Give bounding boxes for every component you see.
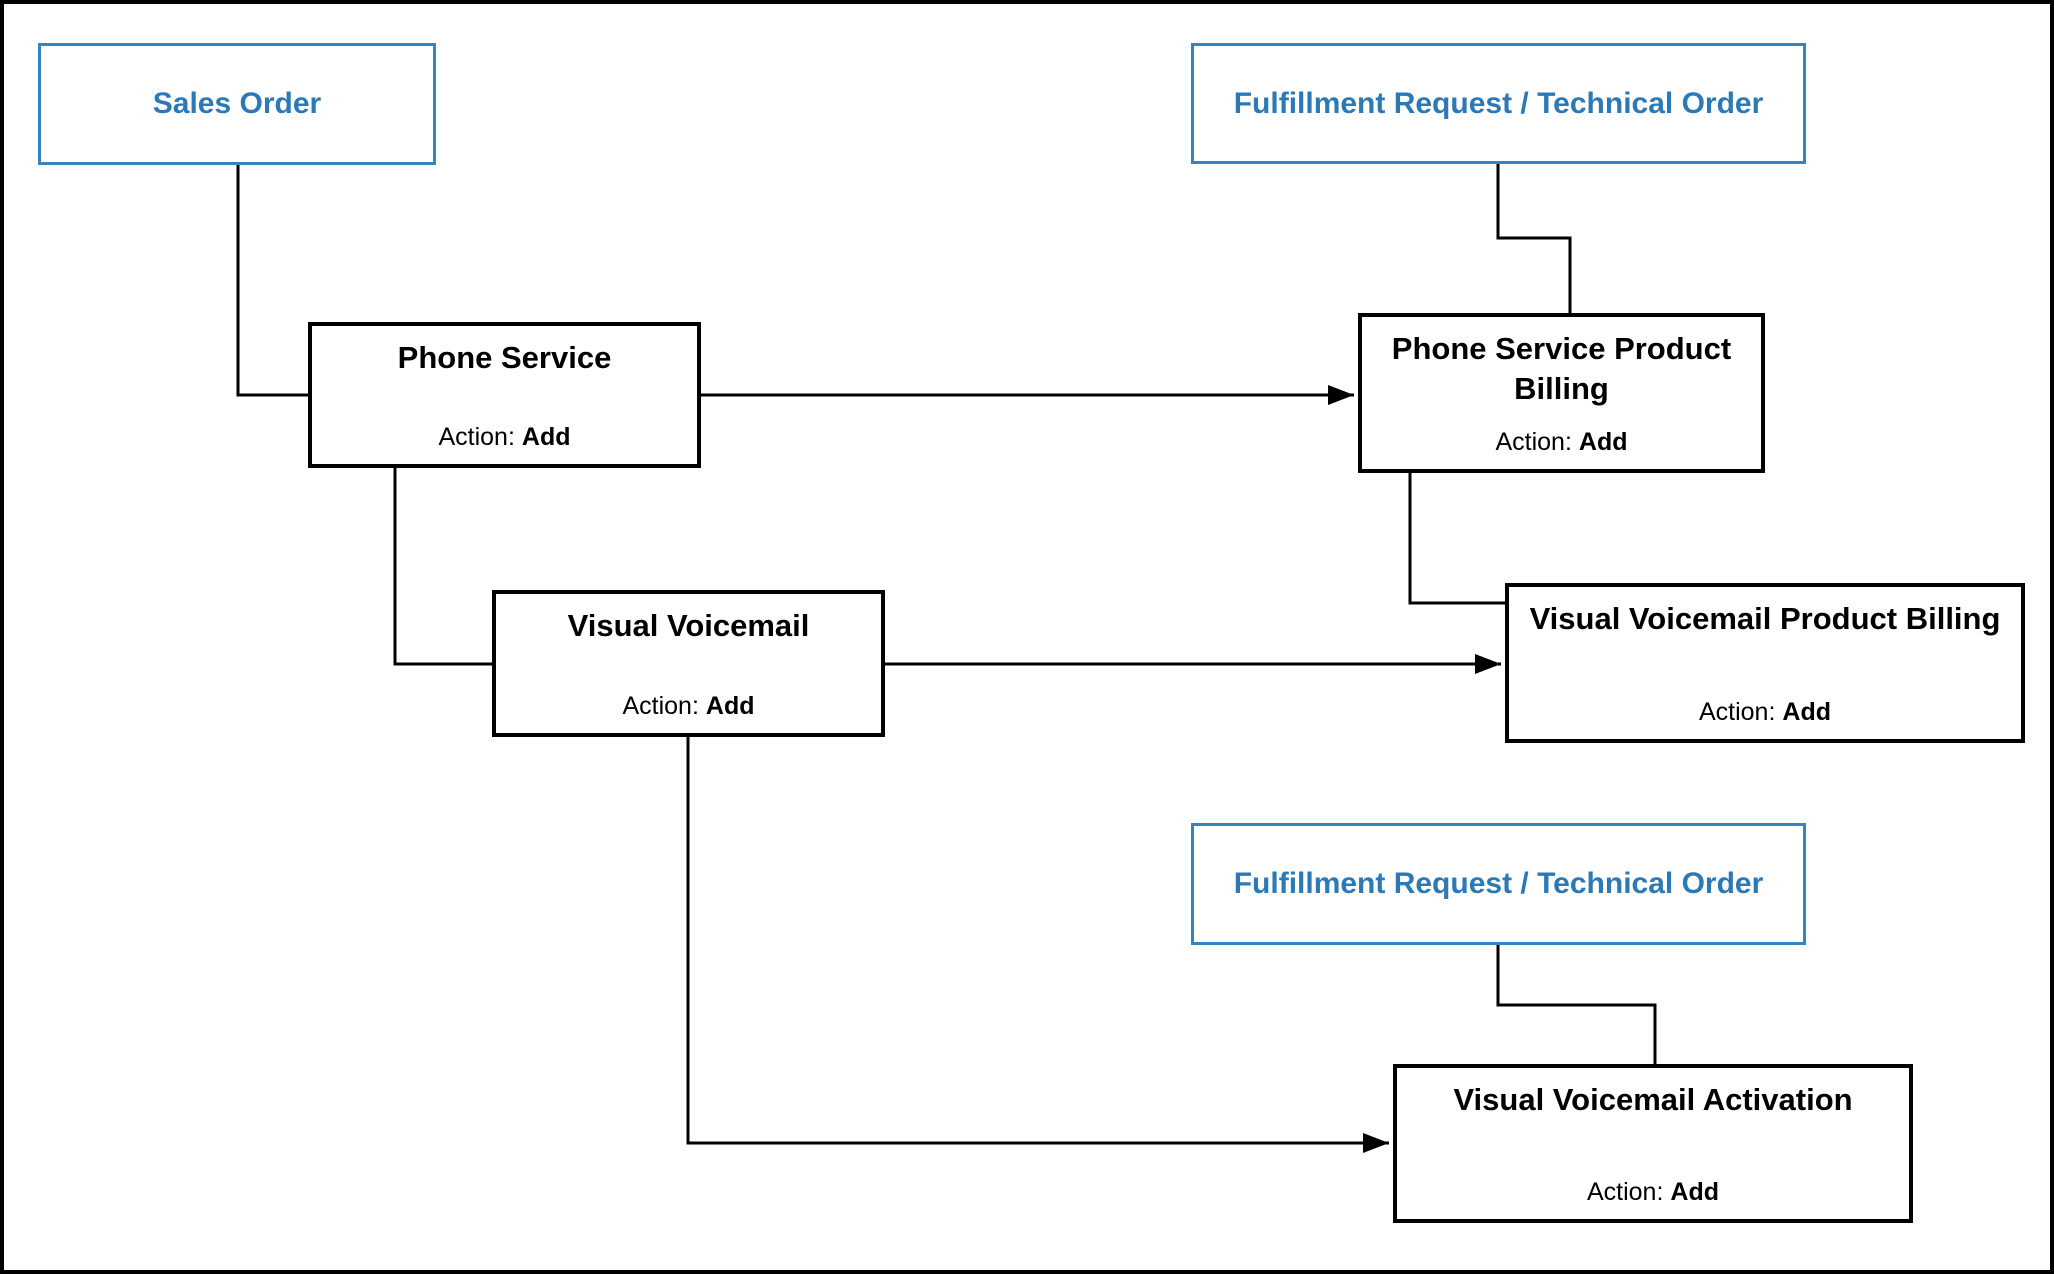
node-title: Visual Voicemail Product Billing	[1529, 601, 2001, 636]
action-label: Action:	[1586, 1178, 1664, 1206]
connector-sales-order-to-phone-service[interactable]	[236, 165, 308, 397]
node-title: Fulfillment Request / Technical Order	[1233, 86, 1764, 120]
action-label: Action:	[622, 692, 699, 720]
connector-fulfillment-bottom-to-visual-voicemail-activation[interactable]	[1496, 945, 1657, 1064]
node-fulfillment-request-top[interactable]: Fulfillment Request / Technical Order	[1191, 43, 1806, 164]
node-sales-order[interactable]: Sales Order	[38, 43, 436, 165]
action-value: Add	[1578, 428, 1628, 456]
connector-visual-voicemail-to-visual-voicemail-activation[interactable]	[686, 737, 1389, 1153]
node-action: Action:Add	[1587, 1177, 1719, 1207]
node-visual-voicemail-product-billing[interactable]: Visual Voicemail Product Billing Action:…	[1505, 583, 2025, 743]
node-title: Fulfillment Request / Technical Order	[1233, 867, 1764, 900]
connector-phone-service-to-visual-voicemail[interactable]	[393, 468, 492, 666]
node-phone-service[interactable]: Phone Service Action:Add	[308, 322, 701, 468]
action-value: Add	[1670, 1178, 1720, 1206]
node-title: Visual Voicemail	[567, 608, 810, 643]
connector-phone-service-product-billing-to-visual-voicemail-product-billing[interactable]	[1408, 473, 1505, 605]
action-label: Action:	[1495, 428, 1572, 456]
action-value: Add	[705, 692, 755, 720]
node-action: Action:Add	[1699, 697, 1831, 727]
node-action: Action:Add	[438, 422, 570, 452]
node-title: Phone Service	[397, 340, 612, 375]
node-title: Sales Order	[152, 87, 322, 120]
node-phone-service-product-billing[interactable]: Phone Service Product Billing Action:Add	[1358, 313, 1765, 473]
node-fulfillment-request-bottom[interactable]: Fulfillment Request / Technical Order	[1191, 823, 1806, 945]
action-value: Add	[521, 423, 571, 451]
connector-fulfillment-top-to-phone-service-product-billing[interactable]	[1496, 164, 1572, 313]
action-label: Action:	[438, 423, 515, 451]
node-title: Phone Service Product Billing	[1391, 331, 1732, 406]
action-label: Action:	[1698, 698, 1776, 726]
node-title: Visual Voicemail Activation	[1453, 1082, 1853, 1117]
node-visual-voicemail-activation[interactable]: Visual Voicemail Activation Action:Add	[1393, 1064, 1913, 1223]
node-visual-voicemail[interactable]: Visual Voicemail Action:Add	[492, 590, 885, 737]
node-action: Action:Add	[1495, 427, 1627, 457]
node-action: Action:Add	[622, 691, 754, 721]
action-value: Add	[1782, 698, 1832, 726]
